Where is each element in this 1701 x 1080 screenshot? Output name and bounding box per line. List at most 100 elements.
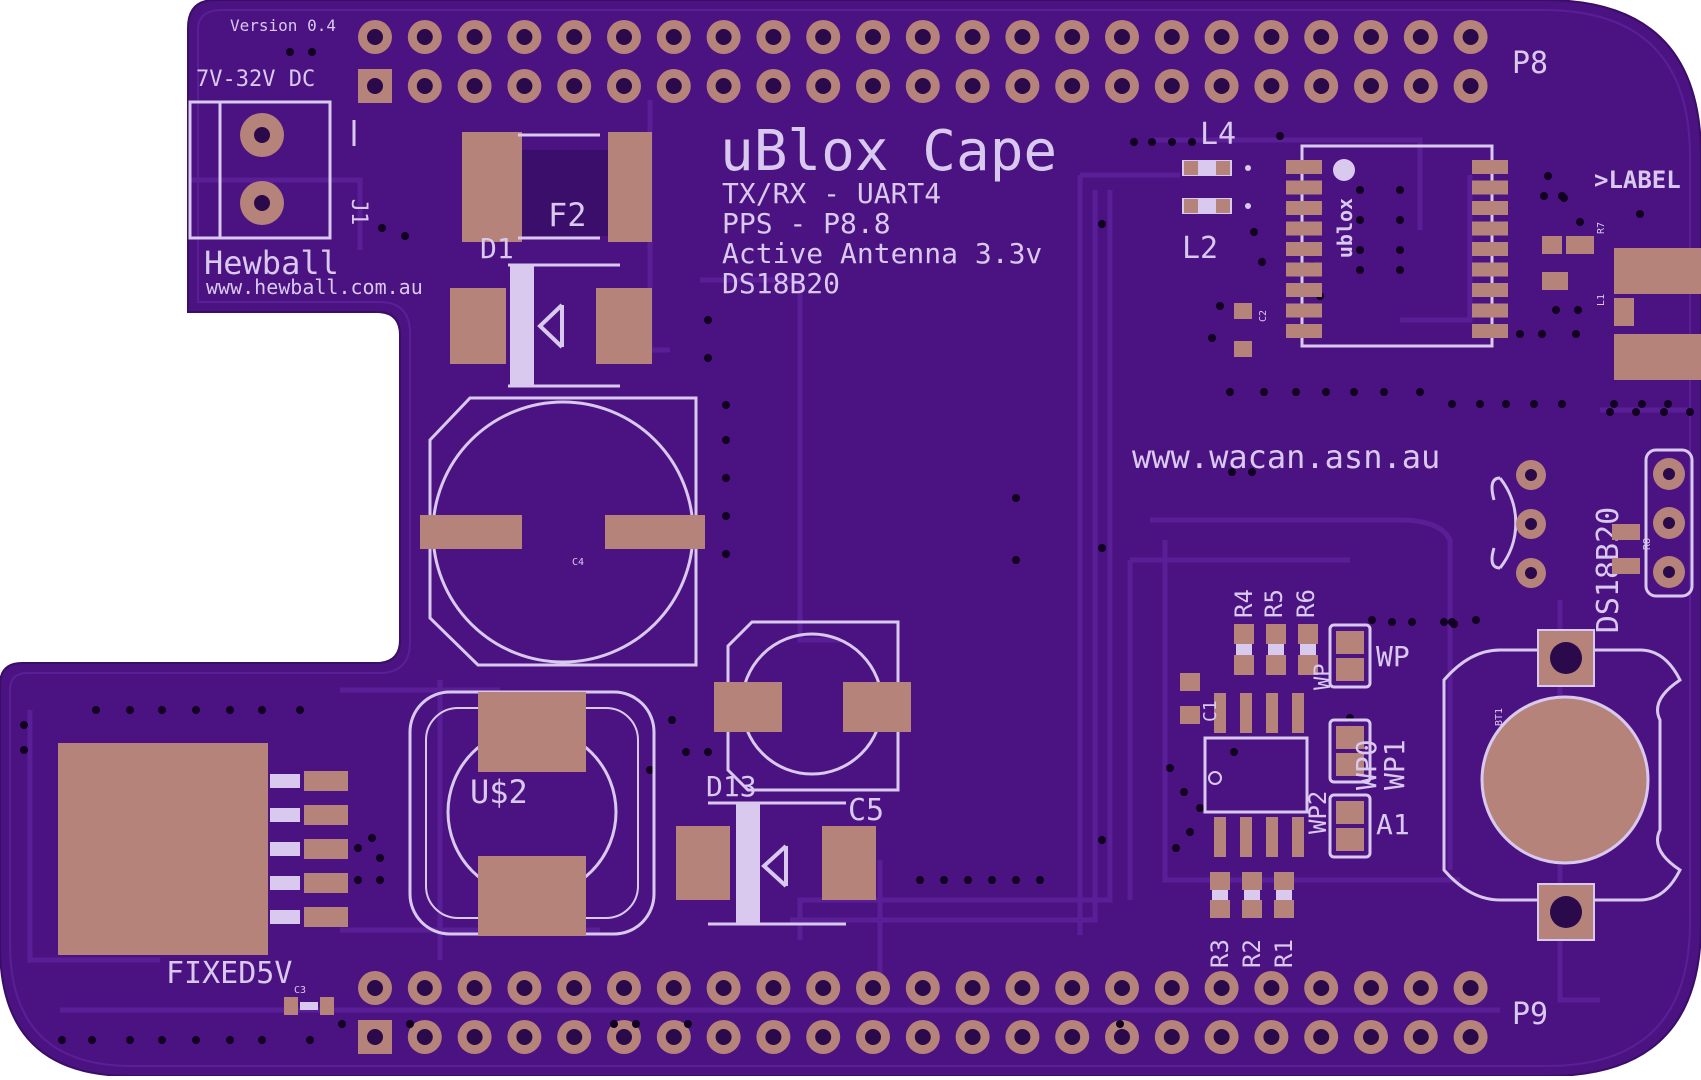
via: [704, 316, 712, 324]
via: [1180, 788, 1188, 796]
p9-header-pin: [1154, 971, 1189, 1005]
p8-header-pin: [1254, 69, 1289, 103]
r8-designator: R8: [1642, 538, 1653, 550]
via: [1230, 748, 1238, 756]
p9-header-pin: [1204, 1020, 1239, 1054]
c1-designator: C1: [1200, 700, 1221, 722]
ublox-pad: [1286, 262, 1322, 277]
inductor-l1: L1: [1542, 248, 1701, 380]
wp2-designator: WP2: [1304, 791, 1332, 834]
p8-header-pin: [1105, 69, 1139, 103]
inductor-c4: C4: [420, 396, 705, 667]
p9-header-pin: [1403, 1020, 1438, 1054]
ublox-pad: [1286, 242, 1322, 256]
p8-header-pin: [1403, 20, 1438, 54]
p9-header-pin: [407, 1020, 442, 1054]
via: [20, 721, 28, 729]
ublox-pad: [1286, 201, 1322, 215]
p8-header-pin: [407, 20, 442, 54]
diode-d13: D13: [676, 770, 876, 926]
p8-header-pin: [1055, 20, 1090, 54]
via: [704, 748, 712, 756]
l1-designator: L1: [1596, 294, 1607, 306]
p9-header-pin: [507, 1020, 542, 1054]
p9-header-pin: [407, 971, 442, 1005]
p8-header-pin: [457, 20, 492, 54]
p9-header-pin: [507, 971, 542, 1005]
via: [1322, 388, 1330, 396]
info-line-1: TX/RX - UART4: [722, 177, 941, 210]
via: [610, 1020, 618, 1028]
via: [1664, 400, 1672, 408]
p9-header-pin: [656, 1020, 691, 1054]
via: [1472, 616, 1480, 624]
via: [1516, 330, 1524, 338]
p9-header-pin: [955, 1020, 990, 1054]
via: [192, 706, 200, 714]
p9-header-pin: [1105, 971, 1139, 1005]
via: [258, 706, 266, 714]
p8-header-pin: [756, 69, 791, 103]
wp0-designator: WP0: [1350, 739, 1383, 790]
via: [158, 706, 166, 714]
power-label: 7V-32V DC: [196, 67, 315, 92]
us2-designator: U$2: [470, 773, 528, 811]
via: [158, 1036, 166, 1044]
hewball-label: Hewball: [204, 244, 339, 282]
hewball-url-label: www.hewball.com.au: [206, 275, 423, 299]
via: [1012, 876, 1020, 884]
c2-designator: C2: [1258, 310, 1269, 322]
p9-header-pin: [756, 1020, 791, 1054]
p9-header-pin: [856, 1020, 890, 1054]
p8-header-pin: [856, 69, 890, 103]
resistors-r1-r3: R3 R2 R1: [1206, 872, 1298, 968]
p9-header-pin: [806, 1020, 841, 1054]
p9-header-pin: [557, 971, 592, 1005]
ublox-pad: [1472, 283, 1508, 297]
via: [1356, 186, 1364, 194]
via: [1172, 844, 1180, 852]
c4-designator: C4: [572, 557, 584, 568]
inductor-l2: L2: [1182, 198, 1251, 266]
via: [682, 748, 690, 756]
capacitor-c2: C2: [1234, 303, 1269, 357]
p9-header-pin: [607, 971, 641, 1005]
via: [1356, 246, 1364, 254]
p8-header-pin: [607, 20, 641, 54]
p9-header-pin: [1304, 1020, 1339, 1054]
jumper-wp0: WP0 WP1: [1328, 718, 1411, 790]
ublox-pad: [1472, 180, 1508, 195]
p8-header-pin: [507, 69, 542, 103]
via: [1168, 138, 1176, 146]
via: [1012, 494, 1020, 502]
p8-header-pin: [507, 20, 542, 54]
via: [1396, 246, 1404, 254]
r3-designator: R3: [1206, 939, 1234, 968]
via: [722, 550, 730, 558]
p8-header-pin: [955, 20, 990, 54]
p9-header-pin: [358, 1020, 392, 1054]
via: [1540, 192, 1548, 200]
bt1-designator: BT1: [1494, 708, 1505, 726]
jumper-wp: WP WP: [1311, 623, 1410, 690]
via: [1188, 138, 1196, 146]
p9-header-pin: [706, 971, 741, 1005]
ublox-pad: [1472, 262, 1508, 277]
via: [1396, 216, 1404, 224]
ublox-pad: [1472, 303, 1508, 318]
via: [368, 834, 376, 842]
via: [1226, 388, 1234, 396]
p8-header-pin: [656, 69, 691, 103]
p8-header-pin: [1105, 20, 1139, 54]
j1-designator: J1: [346, 199, 371, 226]
via: [704, 354, 712, 362]
ublox-pad: [1286, 180, 1322, 195]
inductor-us2: U$2: [408, 690, 656, 936]
p9-header: [358, 971, 1488, 1054]
p8-header-pin: [656, 20, 691, 54]
ublox-pad: [1286, 303, 1322, 318]
r5-designator: R5: [1260, 589, 1288, 618]
p9-header-pin: [1055, 971, 1090, 1005]
f2-designator: F2: [548, 196, 587, 234]
ublox-pad: [1472, 242, 1508, 256]
